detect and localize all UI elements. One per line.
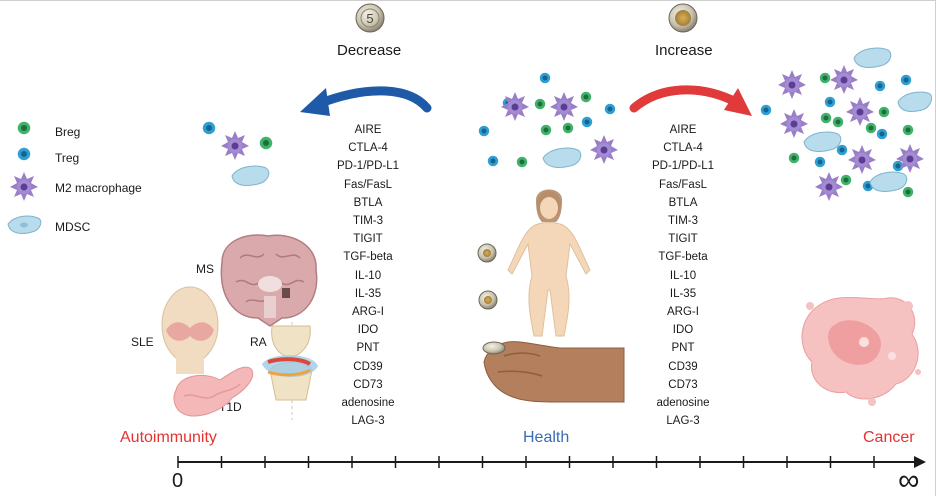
axis-end-label: ∞ bbox=[898, 464, 920, 497]
molecule-label: ARG-I bbox=[352, 306, 384, 319]
increase-label: Increase bbox=[655, 42, 713, 59]
m2-macrophage-icon bbox=[10, 172, 38, 201]
molecule-label: PNT bbox=[356, 342, 380, 355]
cell-cluster-cancer bbox=[759, 47, 933, 201]
decrease-label: Decrease bbox=[337, 42, 402, 59]
molecule-label: TIGIT bbox=[668, 233, 698, 246]
breg-cell-icon bbox=[16, 120, 32, 136]
molecule-label: adenosine bbox=[656, 397, 710, 410]
decrease-arrow-icon bbox=[300, 86, 432, 116]
molecule-label: LAG-3 bbox=[351, 415, 385, 428]
molecule-label: TIM-3 bbox=[352, 215, 384, 228]
molecule-label: TIM-3 bbox=[667, 215, 699, 228]
category-autoimmunity: Autoimmunity bbox=[120, 429, 217, 446]
molecule-label: IL-35 bbox=[354, 287, 382, 300]
molecule-label: TGF-beta bbox=[343, 251, 393, 264]
svg-text:5: 5 bbox=[366, 11, 373, 26]
increase-arrow-icon bbox=[629, 85, 752, 116]
disease-label-ra: RA bbox=[250, 335, 267, 349]
molecule-label: PNT bbox=[671, 342, 695, 355]
mdsc-cell-icon bbox=[7, 215, 42, 234]
face-illustration bbox=[161, 286, 219, 374]
legend-label-mdsc: MDSC bbox=[55, 220, 91, 234]
molecule-label: IL-10 bbox=[669, 269, 697, 282]
molecule-label: AIRE bbox=[669, 124, 697, 136]
tumor-illustration bbox=[801, 296, 921, 406]
disease-label-ms: MS bbox=[196, 262, 214, 276]
axis-start-label: 0 bbox=[172, 470, 184, 492]
molecule-label: LAG-3 bbox=[666, 415, 700, 428]
molecule-label: CTLA-4 bbox=[663, 142, 703, 155]
legend-label-breg: Breg bbox=[55, 125, 81, 139]
molecule-label: CD73 bbox=[668, 378, 698, 391]
molecule-label: BTLA bbox=[353, 196, 383, 209]
molecule-label: adenosine bbox=[341, 397, 395, 410]
molecule-label: PD-1/PD-L1 bbox=[652, 160, 714, 173]
molecule-label: IDO bbox=[672, 324, 694, 337]
molecule-label: CD39 bbox=[353, 360, 383, 373]
molecule-label: AIRE bbox=[354, 124, 382, 136]
hand-illustration bbox=[482, 341, 625, 403]
disease-label-sle: SLE bbox=[131, 335, 154, 349]
axis-line bbox=[177, 456, 926, 468]
molecule-label: Fas/FasL bbox=[344, 178, 392, 191]
molecule-label: CD73 bbox=[353, 378, 383, 391]
molecule-label: Fas/FasL bbox=[659, 178, 707, 191]
disease-label-t1d: T1D bbox=[219, 400, 242, 414]
molecule-label: ARG-I bbox=[667, 306, 699, 319]
molecule-label: IDO bbox=[357, 324, 379, 337]
molecule-label: IL-35 bbox=[669, 287, 697, 300]
legend-label-m2: M2 macrophage bbox=[55, 181, 142, 195]
category-cancer: Cancer bbox=[863, 429, 915, 446]
molecule-label: CD39 bbox=[668, 360, 698, 373]
molecule-label: PD-1/PD-L1 bbox=[337, 160, 399, 173]
falling-coins-icon bbox=[477, 243, 498, 310]
coin-5-icon: 5 bbox=[355, 3, 385, 33]
treg-cell-icon bbox=[16, 146, 32, 162]
brain-illustration bbox=[220, 234, 318, 327]
molecule-label: BTLA bbox=[668, 196, 698, 209]
person-illustration bbox=[507, 189, 591, 337]
molecule-label: CTLA-4 bbox=[348, 142, 388, 155]
legend-label-treg: Treg bbox=[55, 151, 80, 165]
molecule-label: TGF-beta bbox=[658, 251, 708, 264]
cell-cluster-health bbox=[477, 71, 618, 169]
cell-cluster-decrease bbox=[201, 120, 274, 186]
molecule-label: IL-10 bbox=[354, 269, 382, 282]
category-health: Health bbox=[523, 429, 570, 446]
coin-gold-icon bbox=[668, 3, 698, 33]
molecule-label: TIGIT bbox=[353, 233, 383, 246]
